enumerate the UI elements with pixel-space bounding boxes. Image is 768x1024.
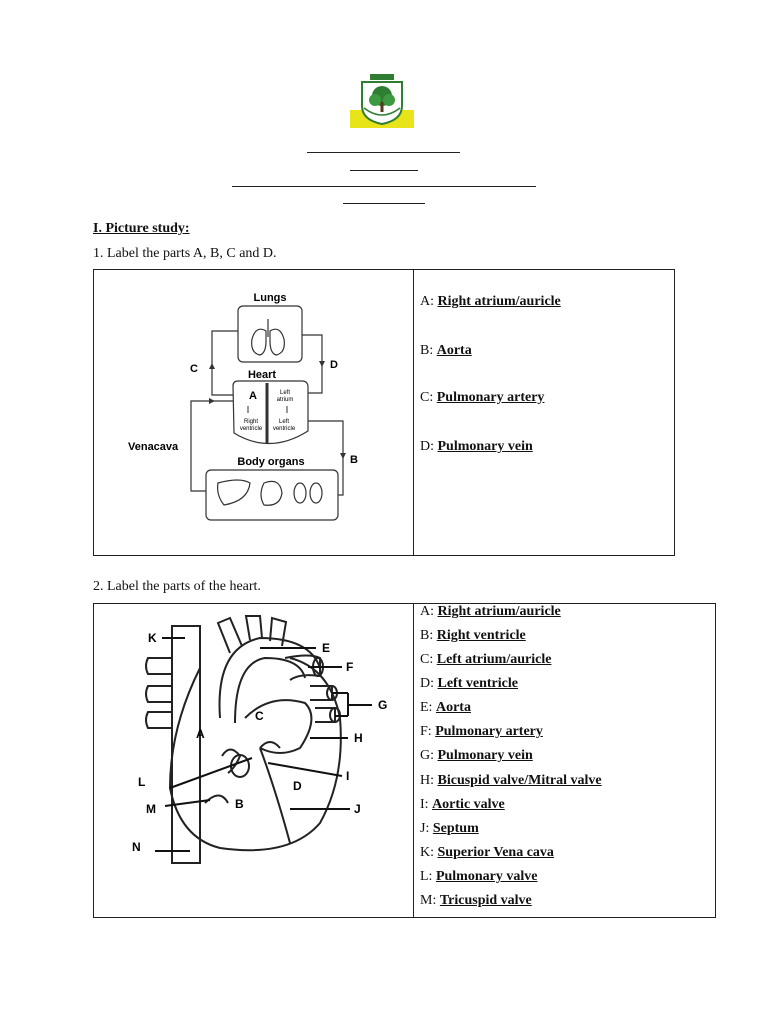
label-left-atrium-1: Left <box>280 390 290 396</box>
label-left-atrium-2: atrium <box>277 397 294 403</box>
label-l: L <box>138 775 145 789</box>
lungs-icon <box>251 319 285 356</box>
circulation-diagram: Lungs Heart Body organs Venacava A B C D… <box>128 292 358 521</box>
label-k: K <box>148 631 157 645</box>
label-m: M <box>146 802 156 816</box>
question-1-table <box>93 269 675 556</box>
label-lungs: Lungs <box>254 292 287 304</box>
label-j: J <box>354 802 361 816</box>
q1-answer-d: D: Pulmonary vein <box>420 439 533 454</box>
q1-answer-a: A: Right atrium/auricle <box>420 294 561 309</box>
q2-answer-i: I: Aortic valve <box>420 797 505 812</box>
q2-answer-h: H: Bicuspid valve/Mitral valve <box>420 773 602 788</box>
label-a: A <box>196 727 205 741</box>
question-2-prompt: 2. Label the parts of the heart. <box>93 579 261 594</box>
label-body-organs: Body organs <box>237 456 304 468</box>
question-1-prompt: 1. Label the parts A, B, C and D. <box>93 246 277 261</box>
q2-answer-d: D: Left ventricle <box>420 676 518 691</box>
q2-answer-f: F: Pulmonary artery <box>420 724 543 739</box>
label-f: F <box>346 660 353 674</box>
label-left-ventricle-2: ventricle <box>273 426 296 432</box>
label-left-ventricle-1: Left <box>279 419 289 425</box>
blank-line-1 <box>307 152 460 153</box>
label-h: H <box>354 731 363 745</box>
q2-answer-l: L: Pulmonary valve <box>420 869 538 884</box>
q1-answer-c: C: Pulmonary artery <box>420 390 545 405</box>
kidney-icon <box>293 482 307 504</box>
section-title: I. Picture study: <box>93 221 190 236</box>
kidney-icon-2 <box>309 482 323 504</box>
q2-answer-k: K: Superior Vena cava <box>420 845 554 860</box>
label-right-ventricle-1: Right <box>244 419 258 425</box>
label-n: N <box>132 840 141 854</box>
liver-icon <box>217 479 251 506</box>
label-e: E <box>322 641 330 655</box>
q2-answer-e: E: Aorta <box>420 700 471 715</box>
heart-diagram: K E F G C A H L I D M B J N <box>132 615 387 864</box>
q1-answer-b: B: Aorta <box>420 343 472 358</box>
label-d: D <box>293 779 302 793</box>
table-divider <box>413 269 414 556</box>
stomach-icon <box>260 480 283 506</box>
blank-line-2 <box>350 170 418 171</box>
label-venacava: Venacava <box>128 441 179 453</box>
q2-answer-g: G: Pulmonary vein <box>420 748 533 763</box>
label-i: I <box>346 769 349 783</box>
question-2-table <box>93 603 716 918</box>
q2-answer-m: M: Tricuspid valve <box>420 893 532 908</box>
label-a: A <box>249 390 257 402</box>
label-c: C <box>255 709 264 723</box>
school-crest-tree-icon <box>350 74 414 128</box>
q2-answer-b: B: Right ventricle <box>420 628 526 643</box>
blank-line-4 <box>343 203 425 204</box>
q2-answer-c: C: Left atrium/auricle <box>420 652 552 667</box>
label-c: C <box>190 363 198 375</box>
blank-line-3 <box>232 186 536 187</box>
school-logo <box>350 74 414 128</box>
q2-answer-j: J: Septum <box>420 821 479 836</box>
label-b: B <box>350 454 358 466</box>
label-heart: Heart <box>248 369 276 381</box>
q2-answer-a: A: Right atrium/auricle <box>420 604 561 619</box>
table-divider-2 <box>413 603 414 918</box>
label-b: B <box>235 797 244 811</box>
label-d: D <box>330 359 338 371</box>
label-right-ventricle-2: ventricle <box>240 426 263 432</box>
label-g: G <box>378 698 387 712</box>
